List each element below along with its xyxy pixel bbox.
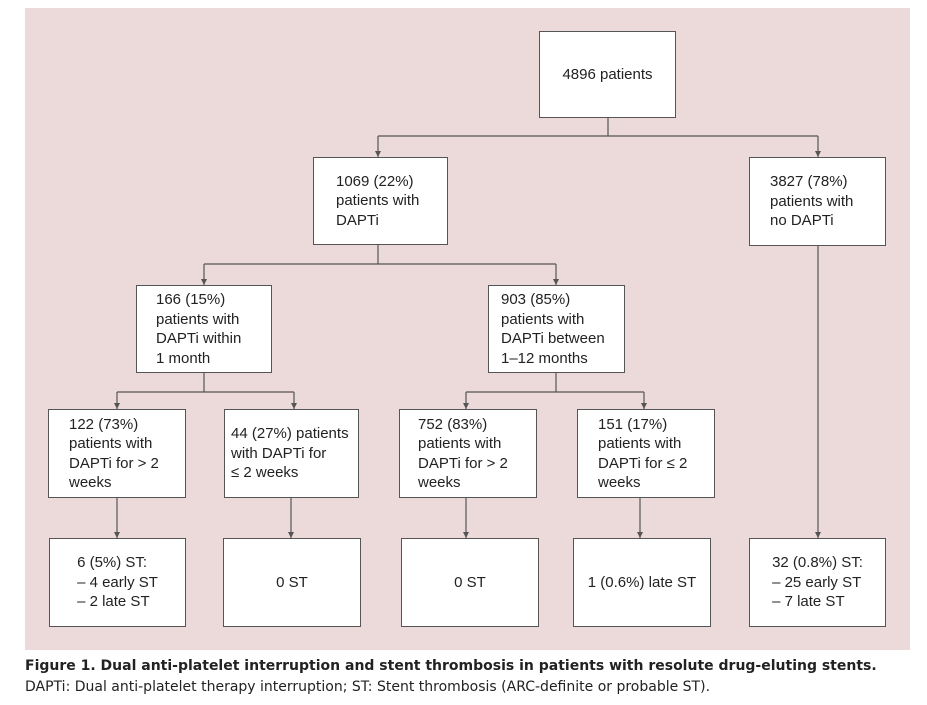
node-dapti: 1069 (22%) patients with DAPTi	[313, 157, 448, 245]
node-no-dapti: 3827 (78%) patients with no DAPTi	[749, 157, 886, 246]
outcome-between-gt-2-weeks: 0 ST	[401, 538, 539, 627]
outcome-no-dapti: 32 (0.8%) ST: – 25 early ST – 7 late ST	[749, 538, 886, 627]
node-within-1-month: 166 (15%) patients with DAPTi within 1 m…	[136, 285, 272, 373]
node-within-le-2-weeks: 44 (27%) patients with DAPTi for ≤ 2 wee…	[224, 409, 359, 498]
outcome-within-le-2-weeks: 0 ST	[223, 538, 361, 627]
node-root: 4896 patients	[539, 31, 676, 118]
outcome-between-le-2-weeks: 1 (0.6%) late ST	[573, 538, 711, 627]
node-between-le-2-weeks: 151 (17%) patients with DAPTi for ≤ 2 we…	[577, 409, 715, 498]
figure-caption-body: DAPTi: Dual anti-platelet therapy interr…	[25, 679, 711, 695]
figure-caption-title: Figure 1. Dual anti-platelet interruptio…	[25, 658, 877, 674]
node-between-1-12-months: 903 (85%) patients with DAPTi between 1–…	[488, 285, 625, 373]
node-between-gt-2-weeks: 752 (83%) patients with DAPTi for > 2 we…	[399, 409, 537, 498]
node-within-gt-2-weeks: 122 (73%) patients with DAPTi for > 2 we…	[48, 409, 186, 498]
outcome-within-gt-2-weeks: 6 (5%) ST: – 4 early ST – 2 late ST	[49, 538, 186, 627]
